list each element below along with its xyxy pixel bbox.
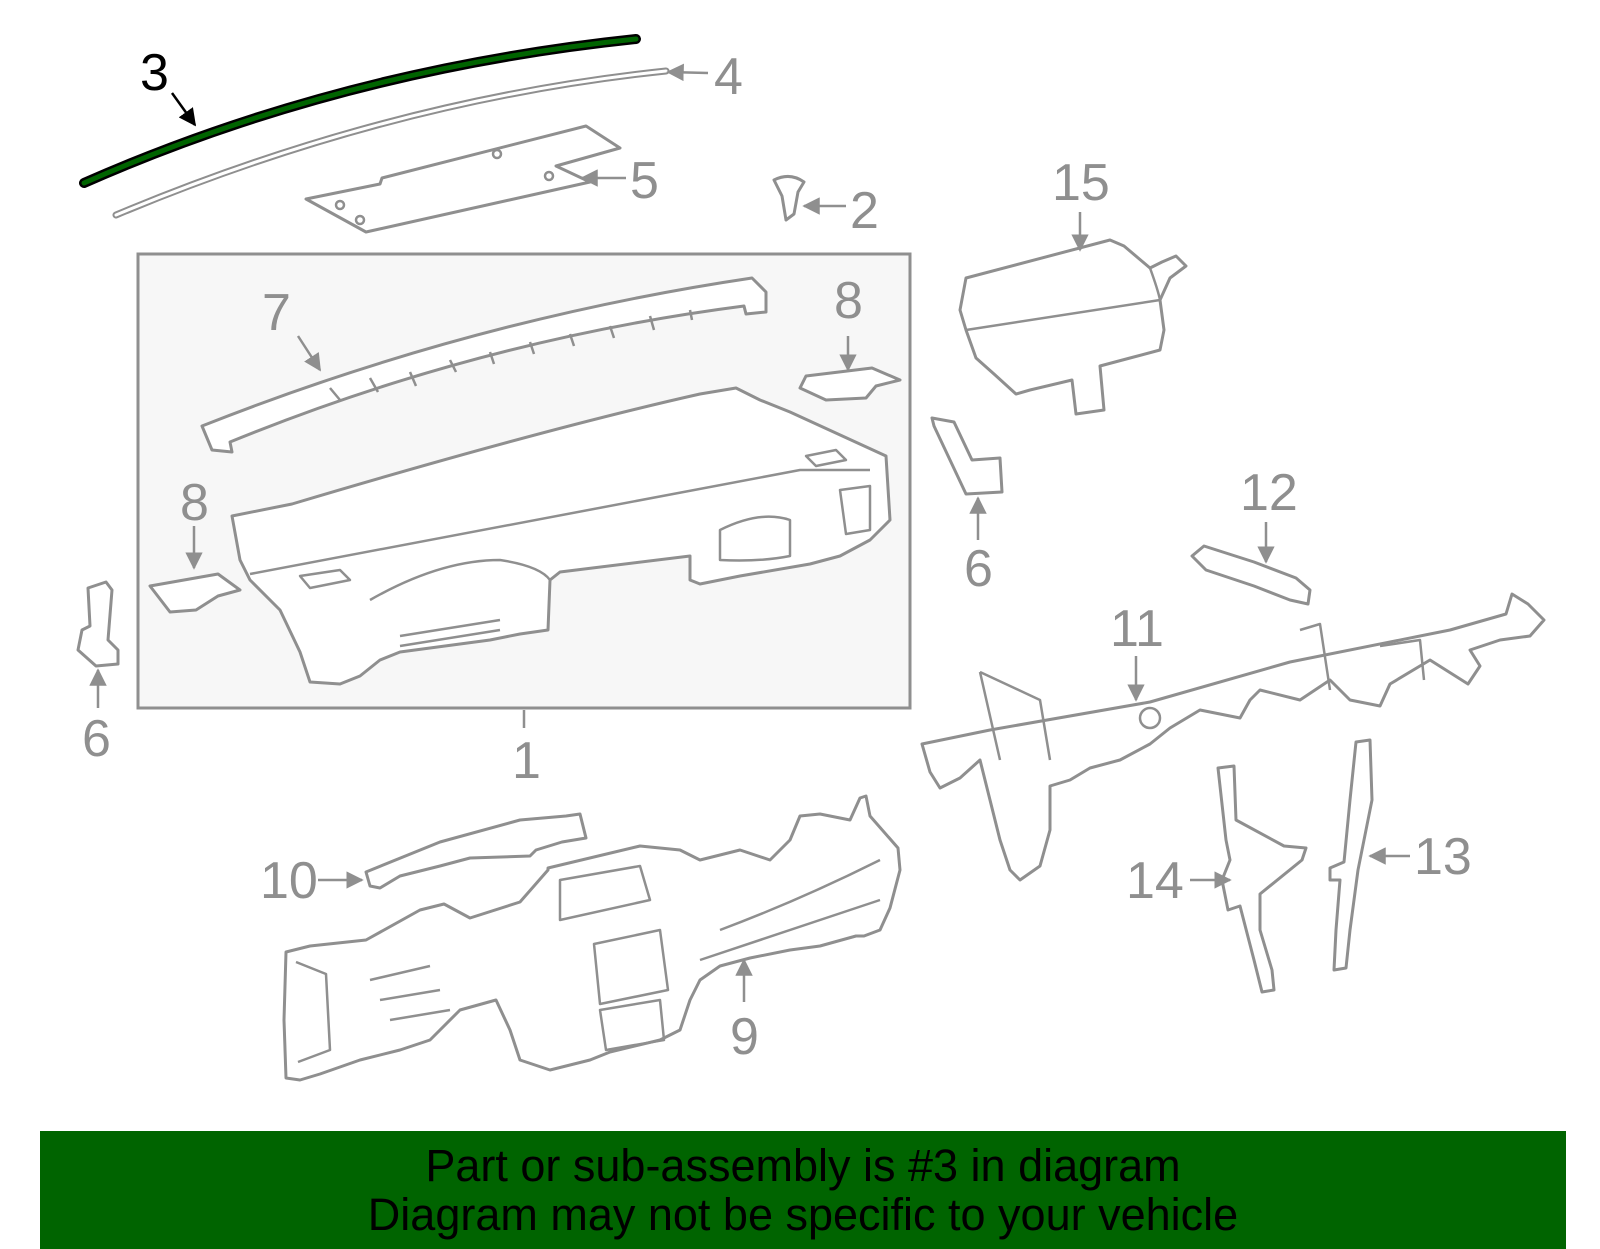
- part-7-defroster-duct[interactable]: [200, 276, 768, 454]
- banner-line-part: Part or sub-assembly is #3 in diagram: [425, 1140, 1181, 1191]
- banner-line-disclaimer: Diagram may not be specific to your vehi…: [367, 1189, 1239, 1240]
- info-banner: Part or sub-assembly is #3 in diagram Di…: [40, 1131, 1566, 1249]
- callout-10: 10: [260, 852, 318, 910]
- part-5-plate[interactable]: [304, 124, 622, 234]
- callout-8b: 8: [180, 474, 209, 532]
- leader-3: [170, 92, 197, 127]
- part-4-strip[interactable]: [112, 67, 670, 219]
- part-15-airbag-module[interactable]: [958, 238, 1188, 416]
- callout-1: 1: [512, 732, 541, 790]
- callout-7: 7: [262, 284, 291, 342]
- part-13-brace[interactable]: [1328, 738, 1374, 972]
- part-6-bracket-right[interactable]: [930, 416, 1004, 496]
- callout-13: 13: [1414, 828, 1472, 886]
- callout-8a: 8: [834, 272, 863, 330]
- callout-15: 15: [1052, 154, 1110, 212]
- leader-4: [666, 63, 709, 82]
- part-1-instrument-panel[interactable]: [230, 386, 892, 686]
- callout-3: 3: [140, 44, 169, 102]
- part-10-panel[interactable]: [364, 812, 588, 890]
- part-8-vent-lower[interactable]: [148, 572, 242, 614]
- callout-6b: 6: [964, 540, 993, 598]
- callout-11: 11: [1110, 600, 1164, 658]
- part-8-vent-upper[interactable]: [798, 366, 902, 402]
- callout-2: 2: [850, 182, 879, 240]
- callout-5: 5: [630, 152, 659, 210]
- part-9-reinforcement[interactable]: [282, 794, 902, 1082]
- leader-7: [296, 335, 322, 372]
- part-14-brace[interactable]: [1216, 764, 1308, 994]
- part-3-weatherstrip[interactable]: [79, 34, 641, 188]
- callout-12: 12: [1240, 464, 1298, 522]
- callout-4: 4: [714, 48, 743, 106]
- callout-6a: 6: [82, 710, 111, 768]
- callout-9: 9: [730, 1008, 759, 1066]
- part-6-bracket-left[interactable]: [76, 580, 120, 668]
- part-12-bracket[interactable]: [1190, 544, 1312, 606]
- part-2-clip[interactable]: [772, 175, 806, 222]
- part-11-cross-car-beam[interactable]: [920, 592, 1546, 882]
- callout-14: 14: [1126, 852, 1184, 910]
